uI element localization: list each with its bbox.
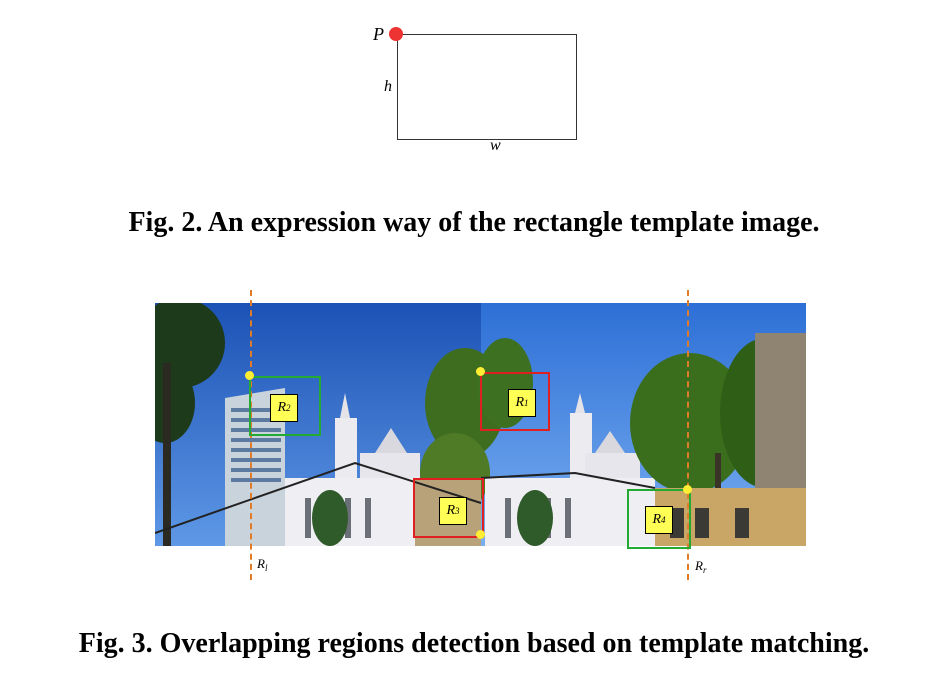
point-p-label: P (373, 24, 384, 44)
width-label: w (490, 137, 501, 154)
region-corner-dot-r1 (476, 367, 485, 376)
region-tag-r3-main: R (446, 503, 456, 518)
height-label: h (384, 78, 392, 95)
region-box-r2 (249, 376, 321, 436)
region-corner-dot-r2 (245, 371, 254, 380)
stitched-photo-panel (155, 303, 806, 546)
right-boundary-dashed-line (687, 290, 689, 580)
region-corner-dot-r4 (683, 485, 692, 494)
template-rectangle-figure (397, 34, 577, 140)
left-boundary-label-main: R (257, 556, 265, 571)
right-boundary-label-sub: r (702, 565, 707, 575)
point-p-marker (389, 27, 403, 41)
region-corner-dot-r3 (476, 530, 485, 539)
fig2-caption: Fig. 2. An expression way of the rectang… (128, 207, 820, 238)
right-boundary-label-main: R (695, 558, 703, 573)
region-tag-r2-sub: 2 (286, 403, 291, 413)
region-tag-r1-main: R (515, 395, 525, 410)
left-boundary-label: Rl (257, 556, 267, 573)
region-tag-r3-sub: 3 (455, 506, 460, 516)
cathedral-right (485, 393, 655, 546)
fig3-caption: Fig. 3. Overlapping regions detection ba… (78, 628, 870, 659)
region-tag-r4-sub: 4 (661, 515, 666, 525)
cathedral-street-photo (155, 303, 806, 546)
left-boundary-label-sub: l (264, 563, 268, 573)
region-tag-r2-main: R (277, 400, 287, 415)
region-box-r1 (480, 372, 550, 431)
region-box-r3 (413, 478, 484, 538)
region-tag-r4-main: R (652, 512, 662, 527)
region-tag-r1-sub: 1 (524, 398, 529, 408)
region-box-r4 (627, 489, 691, 549)
office-tower (225, 388, 285, 546)
right-boundary-label: Rr (695, 558, 706, 575)
left-tree (155, 303, 225, 546)
